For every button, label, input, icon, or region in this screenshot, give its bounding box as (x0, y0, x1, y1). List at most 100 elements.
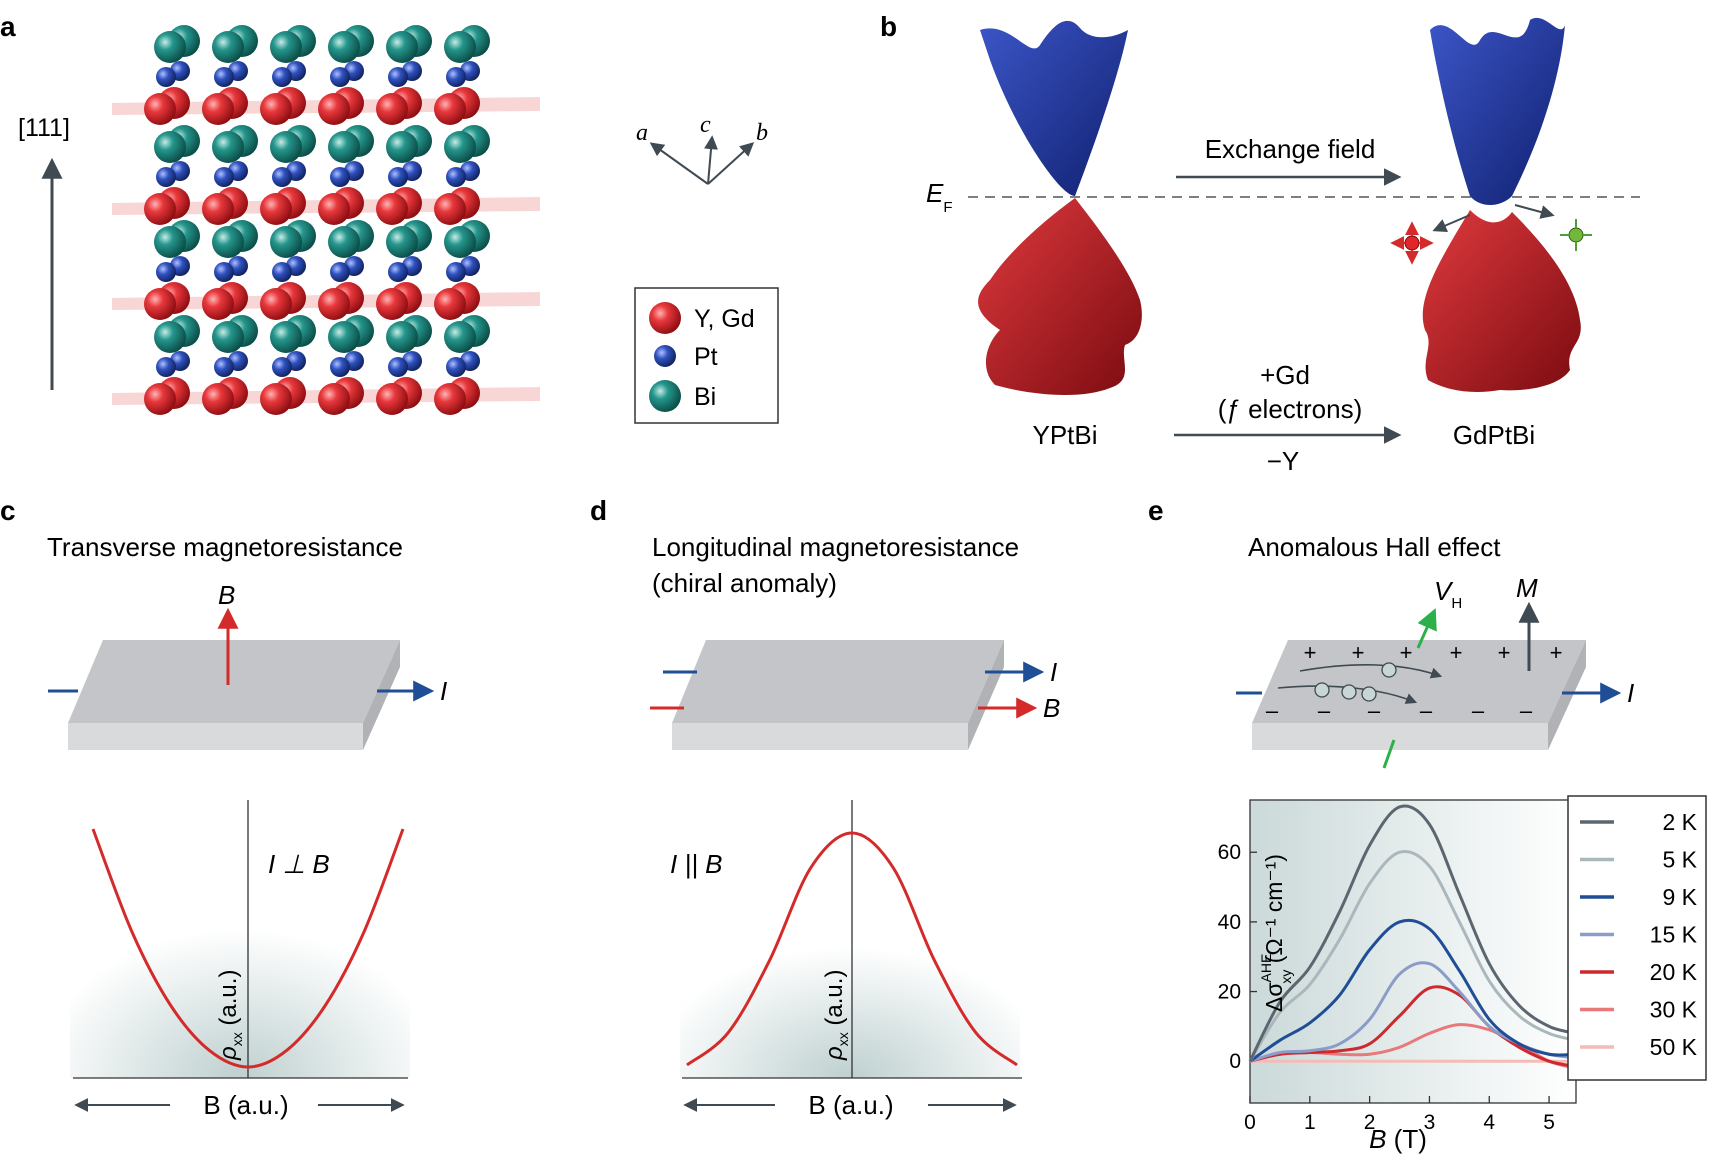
ygd-atom (144, 288, 176, 320)
panel-d-letter: d (590, 495, 607, 526)
pt-atom (156, 167, 176, 187)
ygd-atom (260, 288, 292, 320)
bi-atom (212, 226, 244, 258)
pt-atom (272, 67, 292, 87)
axis-b-label: b (756, 120, 768, 146)
legend-label: 5 K (1662, 847, 1697, 873)
pt-atom (388, 67, 408, 87)
pt-atom (272, 357, 292, 377)
gdptbi-conduction-band (1430, 17, 1565, 205)
current-label-c: I (440, 676, 447, 706)
yptbi-label: YPtBi (1032, 420, 1097, 450)
weyl-arrow-left (1432, 214, 1471, 233)
ygd-atom (318, 288, 350, 320)
ygd-atom (202, 93, 234, 125)
ygd-atom (434, 383, 466, 415)
panel-c: c Transverse magnetoresistance I B I ⊥ B… (0, 495, 447, 1120)
bi-atom (212, 131, 244, 163)
electron-icon (1314, 682, 1330, 698)
panel-a-letter: a (0, 11, 16, 42)
axis-a-arrow (649, 142, 709, 185)
ygd-atom (260, 383, 292, 415)
plus-charge: + (1450, 640, 1463, 665)
ygd-atom (376, 383, 408, 415)
weyl-source-icon (1390, 221, 1434, 265)
pt-atom (388, 357, 408, 377)
plot-d-relation: I || B (670, 849, 723, 879)
electron-icon (1361, 686, 1377, 702)
ygd-atom (144, 93, 176, 125)
ygd-atom (318, 383, 350, 415)
pt-atom (446, 167, 466, 187)
legend-label: 9 K (1662, 884, 1697, 910)
plot-c-ylabel: ρxx (a.u.) (215, 970, 245, 1061)
hall-voltage-label: VH (1434, 576, 1462, 612)
ygd-atom (434, 93, 466, 125)
x-tick-label: 0 (1244, 1111, 1256, 1134)
bi-atom (270, 226, 302, 258)
bi-atom (386, 226, 418, 258)
legend-swatch-bi (649, 380, 681, 412)
minus-charge: – (1420, 698, 1433, 723)
pt-atom (272, 167, 292, 187)
pt-atom (156, 67, 176, 87)
bi-atom (328, 31, 360, 63)
minus-charge: – (1368, 698, 1381, 723)
plus-charge: + (1550, 640, 1563, 665)
axis-b-arrow (707, 142, 755, 185)
ygd-atom (434, 193, 466, 225)
x-tick-label: 3 (1424, 1111, 1436, 1134)
crystal-structure (112, 25, 540, 415)
series-line-9K (1249, 918, 1577, 1063)
plus-charge: + (1498, 640, 1511, 665)
electron-trajectories (1277, 662, 1443, 704)
pt-atom (330, 262, 350, 282)
weyl-sink-icon (1560, 219, 1592, 251)
ahe-legend-box (1567, 795, 1707, 1081)
series-line-2K (1248, 804, 1577, 1062)
slab-c (68, 640, 400, 750)
bi-atom (212, 31, 244, 63)
bi-atom (444, 226, 476, 258)
magnetization-label: M (1516, 573, 1538, 603)
pt-atom (446, 262, 466, 282)
pt-atom (446, 357, 466, 377)
pt-atom (214, 357, 234, 377)
pt-atom (330, 357, 350, 377)
weyl-arrow-right (1514, 204, 1555, 219)
bi-atom (328, 226, 360, 258)
plot-c-curve (91, 828, 405, 1069)
y-tick-label: 60 (1218, 841, 1241, 864)
ygd-atom (434, 288, 466, 320)
ygd-atom (202, 193, 234, 225)
bi-atom (154, 226, 186, 258)
ygd-atom (202, 288, 234, 320)
field-label-d: B (1043, 693, 1060, 723)
bi-atom (270, 31, 302, 63)
f-electrons-label: (ƒ electrons) (1218, 394, 1363, 424)
panel-c-letter: c (0, 495, 16, 526)
legend-label-pt: Pt (694, 343, 718, 371)
gdptbi-band-structure (1390, 17, 1592, 392)
hall-voltage-lower (1382, 739, 1396, 769)
legend-label-bi: Bi (694, 383, 716, 411)
legend-label: 20 K (1650, 959, 1698, 985)
ahe-xlabel: B (T) (1369, 1124, 1427, 1154)
plot-d-ylabel: ρxx (a.u.) (821, 970, 851, 1061)
panel-d-title-line1: Longitudinal magnetoresistance (652, 532, 1019, 562)
ygd-atom (376, 93, 408, 125)
ygd-atom (318, 93, 350, 125)
panel-d: d Longitudinal magnetoresistance (chiral… (590, 495, 1060, 1120)
bi-atom (386, 31, 418, 63)
bi-atom (212, 321, 244, 353)
hall-voltage-arrow (1416, 608, 1437, 649)
legend-label: 30 K (1650, 997, 1698, 1023)
plus-charge: + (1304, 640, 1317, 665)
electron-icon (1341, 684, 1357, 700)
pt-atom (272, 262, 292, 282)
bi-atom (154, 131, 186, 163)
y-tick-label: 40 (1218, 911, 1241, 934)
plus-charge: + (1400, 640, 1413, 665)
